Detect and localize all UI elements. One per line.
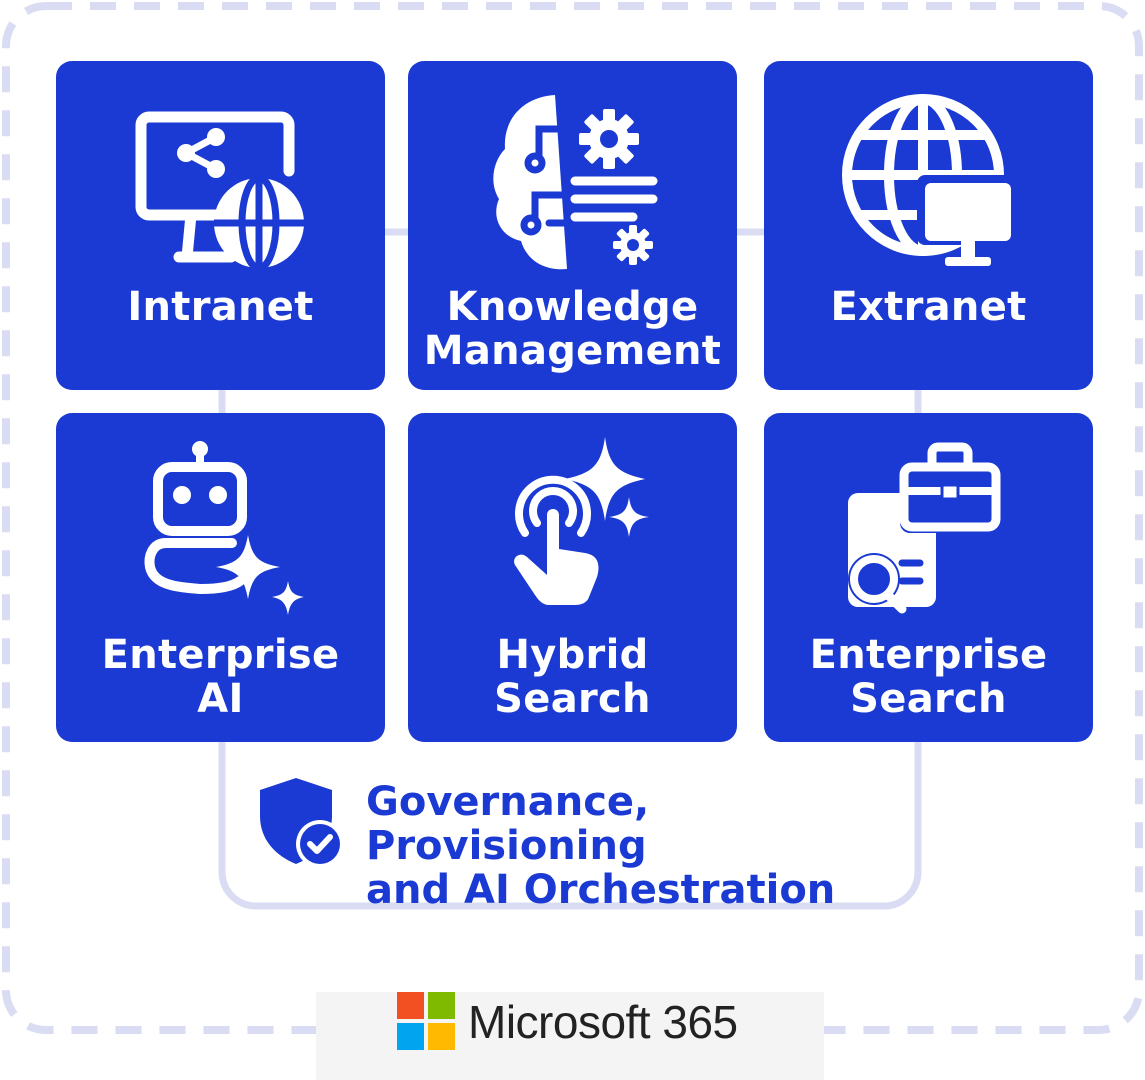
tap-sparkle-icon <box>513 437 649 605</box>
tile-label: Intranet <box>127 284 314 330</box>
tile-label-line-2: Search <box>494 676 651 722</box>
tile-label-line-2: Management <box>423 328 722 374</box>
brand-name: Microsoft 365 <box>468 996 738 1048</box>
governance-line-1: Governance, Provisioning <box>366 779 650 869</box>
tile-label: Extranet <box>830 284 1027 330</box>
tile-label-line-1: Enterprise <box>101 632 340 678</box>
tile-label-line-1: Enterprise <box>809 632 1048 678</box>
robot-sparkle-icon <box>144 441 304 615</box>
tile-label-line-1: Hybrid <box>496 632 649 678</box>
tile-hybrid-search: Hybrid Search <box>408 413 737 742</box>
governance-line-2: and AI Orchestration <box>366 867 836 913</box>
shield-check-icon <box>260 778 344 868</box>
brain-gears-icon <box>492 95 657 270</box>
monitor-share-globe-icon <box>135 111 304 272</box>
tile-enterprise-search: Enterprise Search <box>764 413 1093 742</box>
tile-intranet: Intranet <box>56 61 385 390</box>
microsoft-365-badge: Microsoft 365 <box>316 992 824 1080</box>
tile-label-line-2: Search <box>850 676 1007 722</box>
governance-block: Governance, Provisioning and AI Orchestr… <box>258 776 878 912</box>
tile-extranet: Extranet <box>764 61 1093 390</box>
tile-label-line-2: AI <box>197 676 244 722</box>
globe-monitor-icon <box>841 94 1017 266</box>
briefcase-doc-search-icon <box>847 442 1000 614</box>
tile-label-line-1: Knowledge <box>446 284 699 330</box>
microsoft-logo <box>397 992 455 1050</box>
tile-enterprise-ai: Enterprise AI <box>56 413 385 742</box>
tile-knowledge-management: Knowledge Management <box>408 61 737 390</box>
